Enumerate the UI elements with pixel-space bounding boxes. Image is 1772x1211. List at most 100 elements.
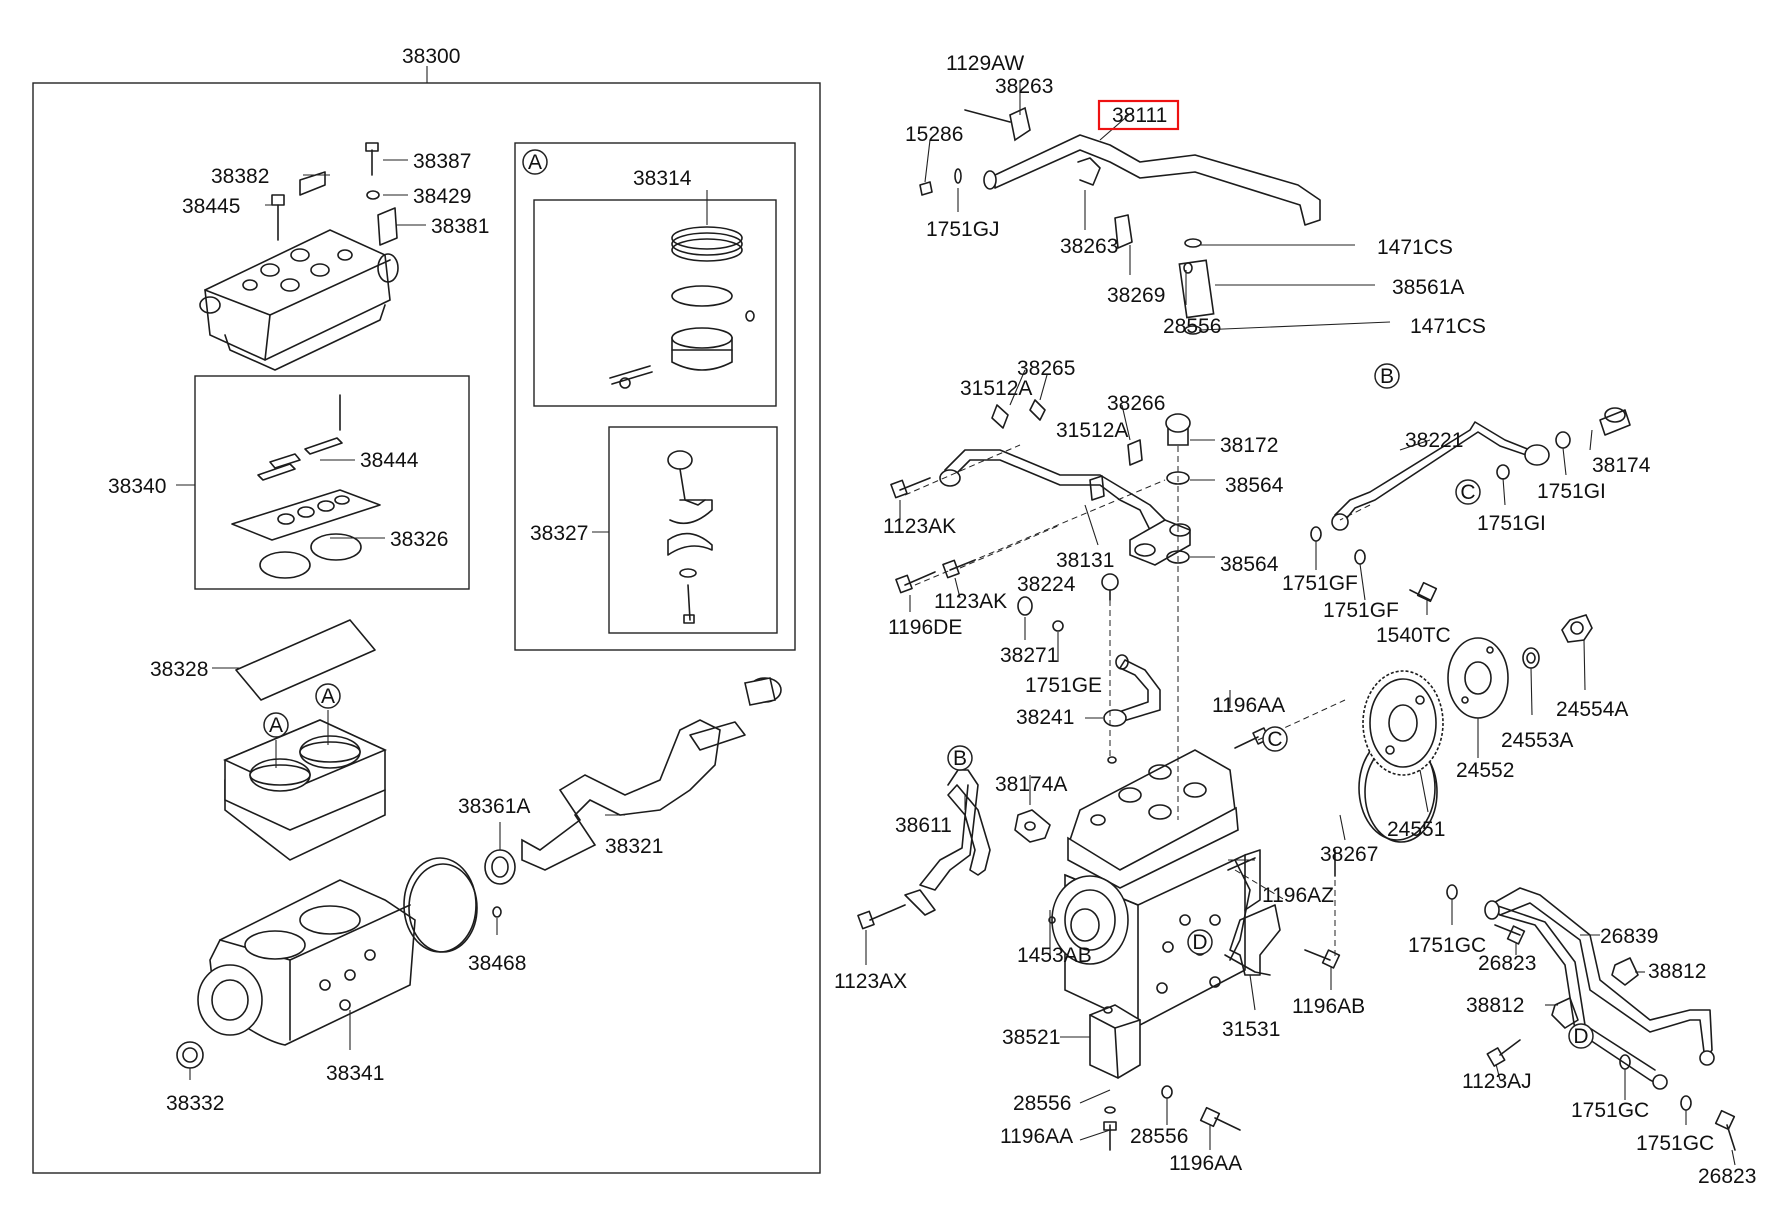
- ref-label-c-1: C: [1460, 481, 1475, 504]
- label-38561a[interactable]: 38561A: [1392, 276, 1464, 299]
- label-38361a[interactable]: 38361A: [458, 795, 530, 818]
- label-1751gf-right[interactable]: 1751GF: [1323, 599, 1399, 622]
- reference-markers: A A A B B C C D D: [263, 149, 1594, 1049]
- label-26823-top[interactable]: 26823: [1478, 952, 1536, 975]
- governor-pipe-drawing: [1103, 654, 1161, 727]
- ref-circle-a-2: [263, 712, 289, 738]
- label-1123ak-top[interactable]: 1123AK: [883, 515, 956, 538]
- discharge-pipe-drawing: [919, 106, 1321, 335]
- label-38468[interactable]: 38468: [468, 952, 526, 975]
- label-31512a-left[interactable]: 31512A: [960, 377, 1032, 400]
- ref-label-c-2: C: [1267, 728, 1282, 751]
- label-1196aa-right[interactable]: 1196AA: [1169, 1152, 1242, 1175]
- cylinder-block-drawing: [176, 619, 516, 1069]
- label-38314[interactable]: 38314: [633, 167, 692, 190]
- label-38429[interactable]: 38429: [413, 185, 471, 208]
- label-28556-left[interactable]: 28556: [1013, 1092, 1071, 1115]
- label-1196ab[interactable]: 1196AB: [1292, 995, 1365, 1018]
- label-38241[interactable]: 38241: [1016, 706, 1074, 729]
- label-38387[interactable]: 38387: [413, 150, 471, 173]
- label-38172[interactable]: 38172: [1220, 434, 1278, 457]
- label-38382[interactable]: 38382: [211, 165, 269, 188]
- label-1751gc-top[interactable]: 1751GC: [1408, 934, 1486, 957]
- gasket-kit-box: [194, 375, 470, 590]
- label-38611[interactable]: 38611: [895, 814, 952, 837]
- label-1123ak-bottom[interactable]: 1123AK: [934, 590, 1007, 613]
- label-1540tc[interactable]: 1540TC: [1376, 624, 1451, 647]
- label-26839[interactable]: 26839: [1600, 925, 1658, 948]
- label-1751gi-right[interactable]: 1751GI: [1537, 480, 1606, 503]
- label-28556-top[interactable]: 28556: [1163, 315, 1221, 338]
- label-1196de[interactable]: 1196DE: [888, 616, 962, 639]
- label-38300[interactable]: 38300: [402, 45, 460, 68]
- label-1751ge[interactable]: 1751GE: [1025, 674, 1102, 697]
- label-38263-top[interactable]: 38263: [995, 75, 1053, 98]
- gasket-38328: [235, 619, 376, 701]
- label-38341[interactable]: 38341: [326, 1062, 384, 1085]
- label-28556-right[interactable]: 28556: [1130, 1125, 1188, 1148]
- label-38328[interactable]: 38328: [150, 658, 208, 681]
- label-38131[interactable]: 38131: [1056, 549, 1114, 572]
- cylinder-head-drawing: [199, 142, 399, 371]
- label-24554a[interactable]: 24554A: [1556, 698, 1628, 721]
- label-1751gc-right[interactable]: 1751GC: [1636, 1132, 1714, 1155]
- label-1196aa-left[interactable]: 1196AA: [1000, 1125, 1073, 1148]
- label-1751gi-left[interactable]: 1751GI: [1477, 512, 1546, 535]
- label-24553a[interactable]: 24553A: [1501, 729, 1573, 752]
- label-38327[interactable]: 38327: [530, 522, 588, 545]
- label-38266[interactable]: 38266: [1107, 392, 1165, 415]
- label-38521[interactable]: 38521: [1002, 1026, 1060, 1049]
- label-38340[interactable]: 38340: [108, 475, 166, 498]
- ref-circle-b-1: [1374, 363, 1400, 389]
- label-38269[interactable]: 38269: [1107, 284, 1165, 307]
- label-38564-bottom[interactable]: 38564: [1220, 553, 1279, 576]
- label-24552[interactable]: 24552: [1456, 759, 1514, 782]
- label-1129aw[interactable]: 1129AW: [946, 52, 1024, 75]
- label-38263-mid[interactable]: 38263: [1060, 235, 1118, 258]
- ref-label-a-3: A: [321, 685, 335, 708]
- label-38445[interactable]: 38445: [182, 195, 240, 218]
- label-38224[interactable]: 38224: [1017, 573, 1076, 596]
- label-38174a[interactable]: 38174A: [995, 773, 1067, 796]
- label-1751gf-left[interactable]: 1751GF: [1282, 572, 1358, 595]
- label-1196az[interactable]: 1196AZ: [1262, 884, 1334, 907]
- label-1123ax[interactable]: 1123AX: [834, 970, 907, 993]
- label-38321[interactable]: 38321: [605, 835, 663, 858]
- unloader-pipe-drawing: [890, 399, 1191, 632]
- pipe-26839-drawing: [1446, 884, 1736, 1151]
- label-24551[interactable]: 24551: [1387, 818, 1445, 841]
- label-1196aa-top[interactable]: 1196AA: [1212, 694, 1285, 717]
- label-38111[interactable]: 38111: [1112, 104, 1167, 127]
- label-31512a-right[interactable]: 31512A: [1056, 419, 1128, 442]
- lower-items-drawing: [857, 727, 1341, 1151]
- label-1123aj[interactable]: 1123AJ: [1462, 1070, 1532, 1093]
- label-26823-bottom[interactable]: 26823: [1698, 1165, 1756, 1188]
- label-38271[interactable]: 38271: [1000, 644, 1058, 667]
- ref-label-b-2: B: [953, 747, 967, 770]
- conrod-box: [608, 426, 778, 634]
- o-ring-drawing: [403, 857, 477, 953]
- label-38564-top[interactable]: 38564: [1225, 474, 1284, 497]
- label-38444[interactable]: 38444: [360, 449, 419, 472]
- label-1751gc-middle[interactable]: 1751GC: [1571, 1099, 1649, 1122]
- label-38381[interactable]: 38381: [431, 215, 489, 238]
- label-1471cs-top[interactable]: 1471CS: [1377, 236, 1453, 259]
- label-38267[interactable]: 38267: [1320, 843, 1378, 866]
- label-15286[interactable]: 15286: [905, 123, 963, 146]
- seal-38332: [176, 1041, 204, 1069]
- label-38221[interactable]: 38221: [1405, 429, 1463, 452]
- label-38812-left[interactable]: 38812: [1466, 994, 1524, 1017]
- label-38174[interactable]: 38174: [1592, 454, 1651, 477]
- label-31531[interactable]: 31531: [1222, 1018, 1280, 1041]
- label-1453ab[interactable]: 1453AB: [1017, 944, 1092, 967]
- ref-label-a-2: A: [269, 714, 283, 737]
- label-1471cs-bottom[interactable]: 1471CS: [1410, 315, 1486, 338]
- label-38812-right[interactable]: 38812: [1648, 960, 1706, 983]
- label-1751gj[interactable]: 1751GJ: [926, 218, 1000, 241]
- label-38265[interactable]: 38265: [1017, 357, 1075, 380]
- piston-drawing: [609, 226, 755, 389]
- detail-box-a: [514, 142, 796, 651]
- label-38332[interactable]: 38332: [166, 1092, 224, 1115]
- label-38326[interactable]: 38326: [390, 528, 448, 551]
- dashed-guides: [904, 444, 1371, 960]
